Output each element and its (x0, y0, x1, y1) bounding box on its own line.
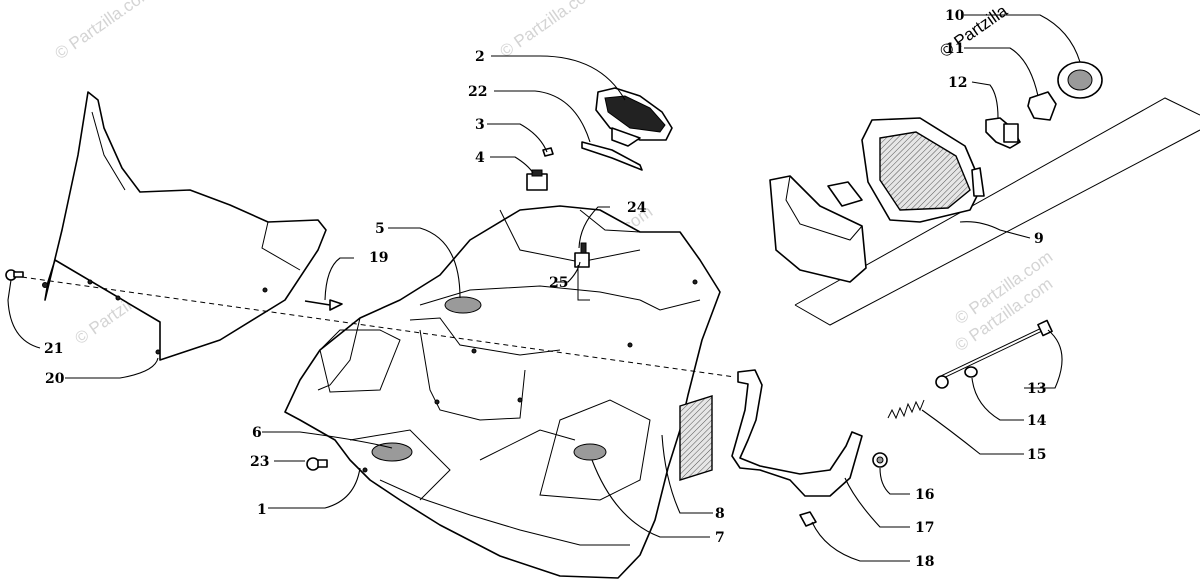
callout-7: 7 (715, 530, 725, 546)
callout-21: 21 (44, 341, 63, 357)
rivet-part (5, 269, 24, 281)
mount-bracket-part (731, 319, 1053, 527)
watermark-text: © Partzilla.com (51, 0, 156, 63)
callout-labels: 1 2 3 4 5 6 7 8 9 10 11 12 13 14 15 16 1… (44, 8, 1047, 570)
callout-23: 23 (250, 454, 269, 470)
bolt-part (304, 299, 343, 311)
rivet-part (306, 457, 328, 471)
callout-13: 13 (1027, 381, 1046, 397)
callout-15: 15 (1027, 447, 1046, 463)
callout-20: 20 (45, 371, 65, 387)
switch-part (526, 169, 548, 191)
callout-22: 22 (468, 84, 487, 100)
callout-9: 9 (1034, 231, 1044, 247)
callout-18: 18 (915, 554, 934, 570)
callout-10: 10 (945, 8, 965, 24)
callout-19: 19 (369, 250, 388, 266)
callout-16: 16 (915, 487, 934, 503)
callout-8: 8 (715, 506, 725, 522)
callout-12: 12 (948, 75, 967, 91)
callout-6: 6 (252, 425, 262, 441)
callout-25: 25 (549, 275, 568, 291)
clip-part (542, 147, 554, 157)
callout-14: 14 (1027, 413, 1047, 429)
hood-part (284, 205, 721, 579)
watermark-text: © Partzilla.com (496, 0, 601, 61)
alignment-line (21, 276, 736, 378)
callout-4: 4 (475, 150, 485, 166)
leader-lines (7, 14, 1081, 562)
callout-5: 5 (375, 221, 385, 237)
callout-1: 1 (257, 502, 267, 518)
callout-2: 2 (475, 49, 485, 65)
callout-17: 17 (915, 520, 934, 536)
callout-24: 24 (627, 200, 647, 216)
gauge-cover-part (595, 87, 673, 147)
gasket-part (581, 141, 643, 171)
callout-11: 11 (945, 41, 964, 57)
windshield-part (42, 91, 327, 361)
decal-part (679, 395, 713, 481)
callout-3: 3 (475, 117, 485, 133)
bracket-part (574, 242, 590, 301)
headlight-group (769, 61, 1200, 326)
